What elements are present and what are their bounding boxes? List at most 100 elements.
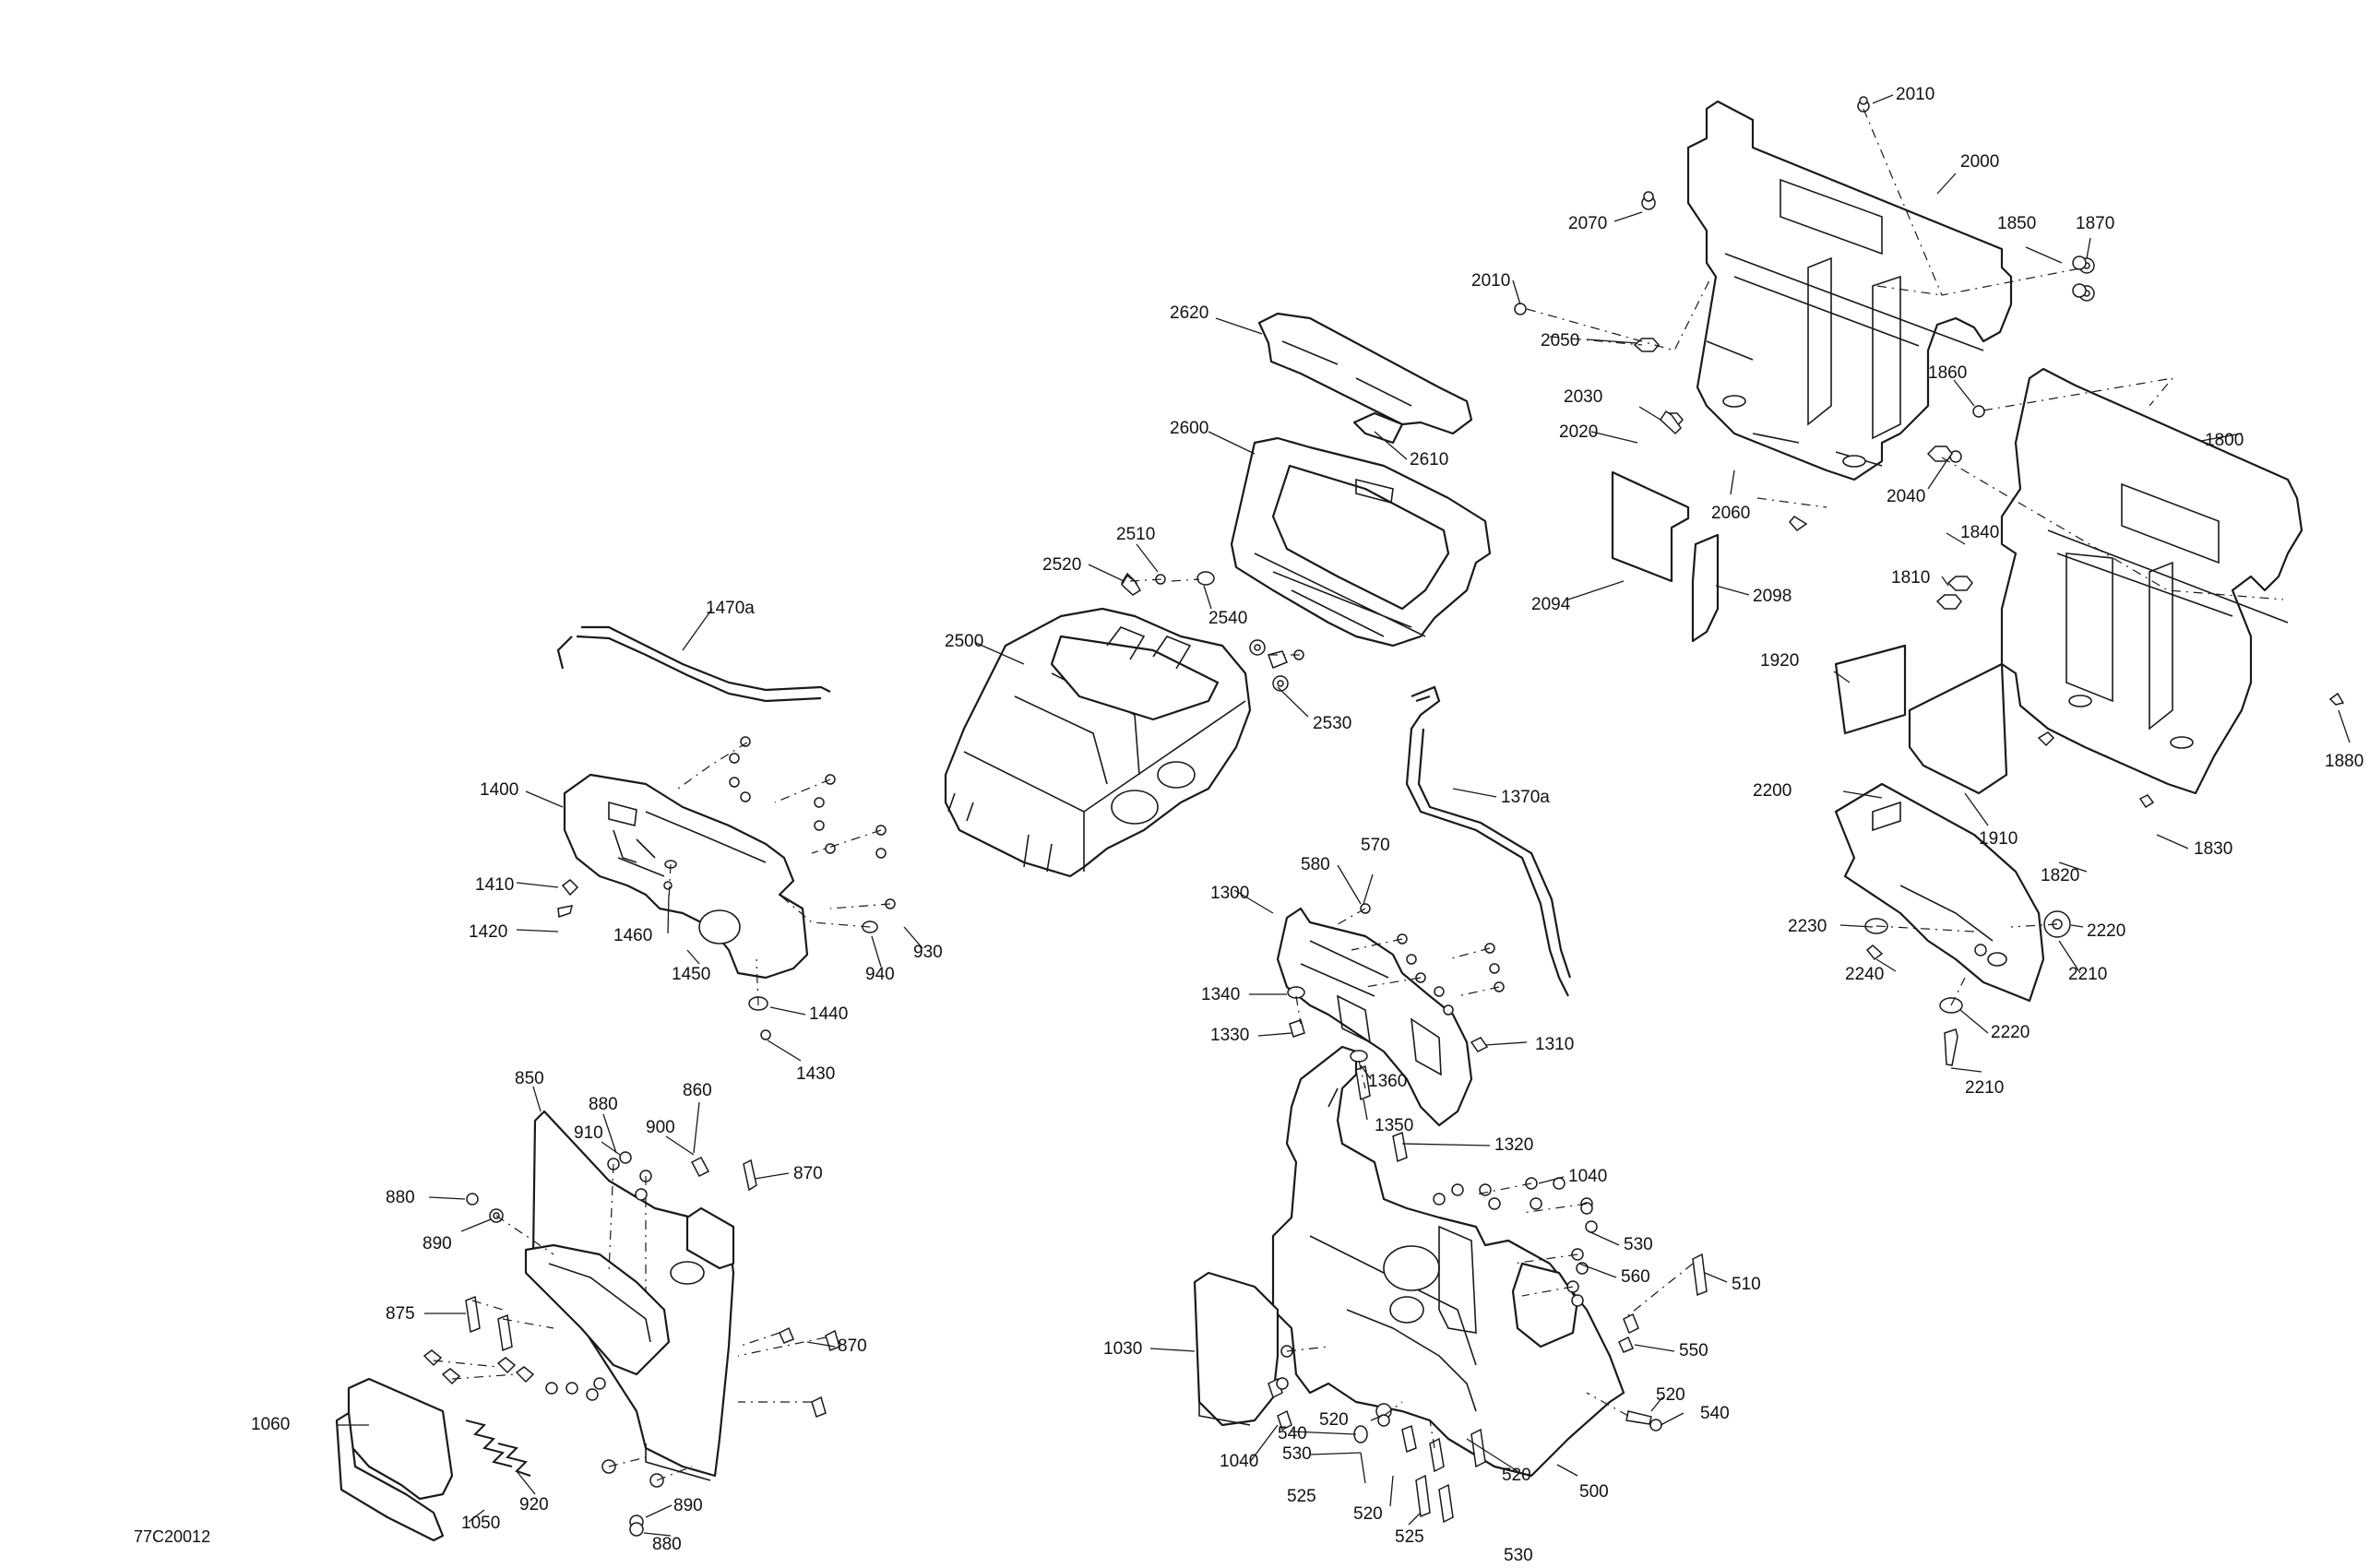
callout-label-910: 910 [574, 1123, 603, 1143]
callout-label-2600: 2600 [1170, 419, 1208, 438]
callout-label-1920: 1920 [1760, 651, 1799, 671]
part-1300-bracket [1276, 907, 1473, 1127]
callout-label-1860: 1860 [1928, 363, 1967, 383]
callout-label-1850: 1850 [1997, 214, 2036, 233]
callout-label-880b: 880 [386, 1188, 415, 1207]
callout-label-2060: 2060 [1711, 504, 1750, 523]
callout-label-520: 520 [1319, 1410, 1349, 1430]
callout-label-870b: 870 [838, 1336, 867, 1356]
callout-label-2094: 2094 [1531, 595, 1571, 614]
callout-label-870: 870 [793, 1164, 823, 1183]
callout-label-1910: 1910 [1979, 829, 2018, 849]
callout-label-530: 530 [1624, 1235, 1653, 1254]
callout-label-1330: 1330 [1210, 1026, 1249, 1045]
fasteners [423, 96, 2345, 1537]
callout-label-860: 860 [683, 1081, 712, 1100]
callout-label-2050: 2050 [1541, 331, 1579, 350]
callout-label-1830: 1830 [2194, 839, 2232, 859]
part-1470a-hose [556, 625, 831, 703]
callout-label-520b: 520 [1656, 1385, 1685, 1405]
part-2620-cover [1257, 312, 1473, 435]
callout-label-880c: 880 [652, 1535, 682, 1554]
callout-label-900: 900 [646, 1118, 675, 1137]
callout-label-500: 500 [1579, 1482, 1609, 1502]
callout-label-1420: 1420 [469, 922, 507, 942]
callout-label-1040: 1040 [1568, 1167, 1607, 1186]
callout-label-2070: 2070 [1568, 214, 1607, 233]
part-500-frame [1271, 1045, 1625, 1478]
callout-label-2510: 2510 [1116, 525, 1155, 544]
callout-label-890: 890 [423, 1234, 452, 1253]
callout-label-1810: 1810 [1891, 568, 1930, 588]
callout-label-540: 540 [1278, 1424, 1307, 1443]
callout-label-2098: 2098 [1753, 587, 1792, 606]
callout-leaders [337, 94, 2351, 1537]
part-2500-airbox [944, 607, 1252, 878]
part-drawings [335, 96, 2345, 1542]
callout-label-560: 560 [1621, 1267, 1650, 1287]
callout-label-1450: 1450 [672, 965, 710, 984]
callout-label-520d: 520 [1502, 1466, 1531, 1485]
part-1910-shield [1908, 662, 2008, 795]
callout-label-1400: 1400 [480, 780, 518, 800]
callout-label-1470a: 1470a [706, 599, 755, 618]
callout-label-2240: 2240 [1845, 965, 1884, 984]
callout-label-930: 930 [913, 943, 943, 962]
callout-label-1340: 1340 [1201, 985, 1240, 1004]
callout-label-2010: 2010 [1896, 85, 1934, 104]
part-1920-shield [1834, 644, 1907, 735]
callout-label-1030: 1030 [1103, 1339, 1142, 1359]
callout-label-2220b: 2220 [1991, 1023, 2030, 1042]
callout-label-1360: 1360 [1368, 1072, 1407, 1091]
diagram-code: 77C20012 [134, 1527, 210, 1546]
callout-label-890b: 890 [673, 1496, 703, 1515]
callout-label-1300: 1300 [1210, 884, 1249, 903]
callout-label-580: 580 [1301, 855, 1330, 874]
part-1030-plate [1193, 1271, 1280, 1427]
part-1050-plate [335, 1411, 445, 1542]
part-2200-bracket [1834, 782, 2045, 1003]
callout-label-1310: 1310 [1535, 1035, 1574, 1054]
callout-label-1840: 1840 [1960, 523, 1999, 542]
callout-label-1370a: 1370a [1501, 788, 1550, 807]
callout-label-2210: 2210 [2068, 965, 2107, 984]
callout-label-1440: 1440 [809, 1004, 848, 1024]
callout-label-2220: 2220 [2087, 921, 2125, 941]
callout-label-850: 850 [515, 1069, 544, 1088]
callout-label-510: 510 [1732, 1275, 1761, 1294]
callout-label-1040b: 1040 [1220, 1452, 1258, 1471]
callout-label-550: 550 [1679, 1341, 1708, 1360]
part-850-panel [524, 1110, 735, 1481]
callout-label-1050: 1050 [461, 1514, 500, 1533]
callout-label-2020: 2020 [1559, 422, 1598, 442]
callout-label-2030: 2030 [1564, 387, 1602, 407]
part-1400-bracket [563, 773, 809, 980]
part-1030-tab [1198, 1397, 1251, 1426]
callout-label-525b: 525 [1395, 1527, 1424, 1547]
callout-label-2040: 2040 [1887, 487, 1925, 506]
callout-label-2210b: 2210 [1965, 1078, 2004, 1098]
callout-label-570: 570 [1361, 836, 1390, 855]
part-2610-clip [1352, 411, 1404, 445]
part-2098-shield [1691, 533, 1720, 643]
callout-label-1060: 1060 [251, 1415, 290, 1434]
callout-label-875: 875 [386, 1304, 415, 1324]
callout-label-2010b: 2010 [1471, 271, 1510, 291]
assembly-lines [433, 108, 2284, 1481]
callout-label-1350: 1350 [1375, 1116, 1413, 1135]
callout-label-2520: 2520 [1042, 555, 1081, 575]
callout-label-1880: 1880 [2325, 752, 2363, 771]
callout-label-540b: 540 [1700, 1404, 1730, 1423]
part-2600-frame [1230, 436, 1492, 647]
callout-label-525: 525 [1287, 1487, 1316, 1506]
callout-label-530c: 530 [1504, 1546, 1533, 1565]
callout-label-920: 920 [519, 1495, 549, 1515]
callout-label-1460: 1460 [613, 926, 652, 945]
callout-label-1820: 1820 [2041, 866, 2079, 885]
part-920-spring [465, 1420, 531, 1477]
callout-label-2200: 2200 [1753, 781, 1792, 801]
callout-label-2530: 2530 [1313, 714, 1351, 733]
callout-label-1410: 1410 [475, 875, 514, 895]
